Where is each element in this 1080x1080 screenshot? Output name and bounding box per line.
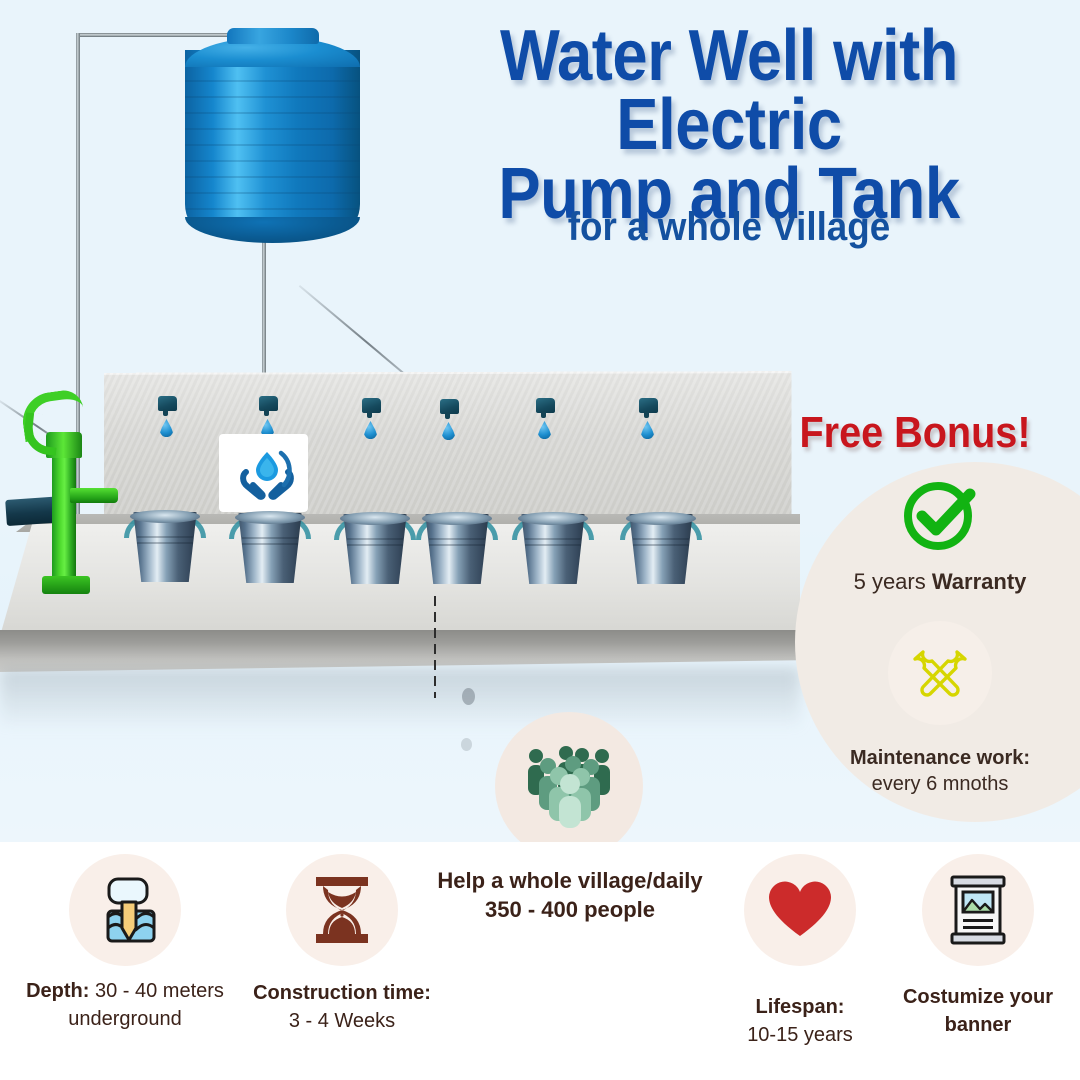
check-circle-icon: [904, 482, 976, 550]
platform-shadow: [0, 668, 800, 726]
drill-into-water-icon: [106, 877, 156, 943]
maintenance-value: every 6 mnoths: [871, 773, 1009, 795]
tap-3: [360, 398, 382, 454]
tap-4: [438, 399, 460, 455]
bucket-3: [334, 510, 416, 584]
tap-6: [637, 398, 659, 454]
title-line-2: Pump and Tank: [498, 154, 960, 235]
platform-front: [0, 630, 800, 672]
depth-label: Depth: 30 - 40 meters underground: [0, 978, 250, 1033]
grey-dot-2: [461, 738, 472, 751]
tools-icon-circle: [888, 621, 992, 725]
feature-construction-time: Construction time: 3 - 4 Weeks: [232, 854, 452, 1035]
grey-dot-1: [462, 688, 475, 705]
bucket-1: [124, 508, 206, 582]
feature-depth: Depth: 30 - 40 meters underground: [0, 854, 250, 1033]
warranty-prefix: 5 years: [853, 569, 932, 594]
heart-icon: [769, 881, 831, 936]
depth-label-bold: Depth:: [26, 980, 90, 1002]
depth-label-regular: 30 - 40 meters: [89, 980, 224, 1002]
village-capacity-text: Help a whole village/daily 350 - 400 peo…: [385, 866, 755, 924]
pipe-vertical-left: [76, 33, 80, 593]
banner-label-line2: banner: [944, 1013, 1012, 1036]
water-drop-in-hands-icon: [239, 450, 294, 500]
village-line-2: 350 - 400 people: [485, 897, 655, 923]
lifespan-icon-circle: [744, 854, 856, 966]
water-storage-tank: [185, 28, 360, 243]
tank-body: [185, 50, 360, 230]
depth-label-line2: underground: [68, 1007, 182, 1030]
title-line-1: Water Well with Electric: [499, 16, 959, 166]
banner-icon-circle: [922, 854, 1034, 966]
construction-label: Construction time: 3 - 4 Weeks: [232, 980, 452, 1035]
banner-label: Costumize your banner: [878, 984, 1078, 1039]
page-title: Water Well with Electric Pump and Tank: [425, 20, 1032, 235]
tank-bottom: [185, 217, 360, 243]
tank-cap: [227, 28, 319, 44]
warranty-bold: Warranty: [931, 569, 1027, 594]
tap-5: [534, 398, 556, 454]
hero-photo-area: [0, 0, 1080, 842]
maintenance-label: Maintenance work:: [849, 747, 1031, 769]
construction-icon-circle: [286, 854, 398, 966]
bottom-feature-strip: Depth: 30 - 40 meters underground Const: [0, 842, 1080, 1080]
lifespan-label: Lifespan: 10-15 years: [690, 994, 910, 1049]
green-hand-pump: [5, 384, 118, 596]
organization-logo-plate: [219, 434, 308, 512]
construction-label-bold: Construction time:: [253, 982, 431, 1004]
crossed-tools-icon: [913, 650, 967, 697]
hourglass-icon: [316, 877, 368, 943]
tap-1: [156, 396, 178, 452]
crowd-people-icon: [528, 746, 610, 828]
dashed-centerline: [434, 596, 436, 698]
construction-label-line2: 3 - 4 Weeks: [288, 1009, 396, 1032]
bucket-2: [229, 509, 311, 583]
free-bonus-heading: Free Bonus!: [799, 408, 1031, 457]
pipe-vertical-tank-outlet: [262, 238, 266, 388]
village-line-1: Help a whole village/daily: [437, 868, 703, 893]
banner-label-bold: Costumize your: [902, 986, 1054, 1008]
banner-poster-icon: [950, 875, 1006, 945]
bucket-5: [512, 510, 594, 584]
pipe-horizontal-top: [78, 33, 268, 37]
bucket-6: [620, 510, 702, 584]
warranty-text: 5 years Warranty: [800, 569, 1080, 595]
lifespan-label-line2: 10-15 years: [747, 1023, 853, 1046]
free-bonus-content: 5 years Warranty Maintenance work: every…: [800, 470, 1080, 796]
lifespan-label-bold: Lifespan:: [755, 996, 845, 1018]
bucket-4: [416, 510, 498, 584]
depth-icon-circle: [69, 854, 181, 966]
village-crowd-badge: [495, 712, 643, 842]
feature-customize-banner: Costumize your banner: [878, 854, 1078, 1039]
page-subtitle: for a whole Village: [567, 205, 891, 249]
feature-lifespan: Lifespan: 10-15 years: [690, 854, 910, 1049]
tap-2: [257, 396, 279, 452]
